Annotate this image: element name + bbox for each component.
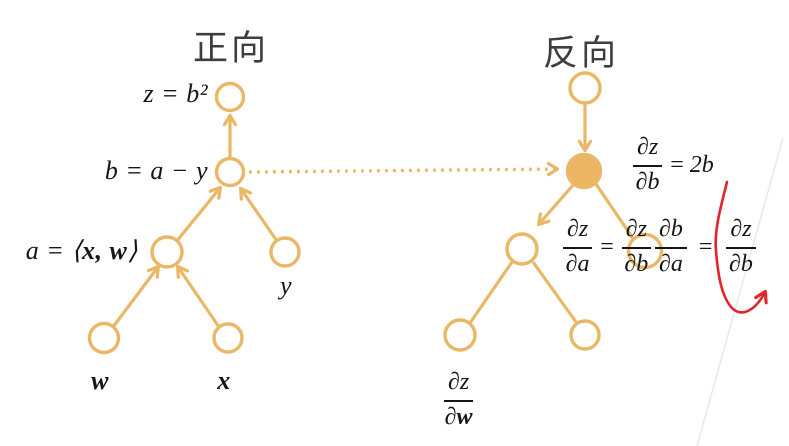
fraction-dz-db-mid: ∂z∂b [621, 216, 651, 278]
label-y: y [279, 271, 293, 300]
node-y-forward [269, 236, 301, 268]
equation-z: z = b² [143, 79, 208, 108]
forward-graph-nodes [87, 81, 301, 355]
backward-title: 反向 [542, 34, 620, 73]
node-x-forward [212, 322, 244, 354]
fraction-denominator: ∂a [658, 250, 683, 277]
fraction-denominator: ∂w [444, 402, 473, 432]
dotted-connector-arrow [248, 161, 560, 177]
fraction-numerator: ∂z [563, 216, 593, 249]
node-z-forward [214, 81, 246, 113]
node-w-forward [87, 321, 121, 355]
edge-a-to-w-back [468, 261, 514, 324]
fraction-dz-da: ∂z∂a [563, 216, 593, 278]
fraction-dz-dw: ∂z∂w [444, 369, 474, 432]
equation-b: b = a − y [104, 156, 208, 185]
equation-a-suffix: ⟩ [127, 236, 138, 265]
faint-diagonal-line [696, 137, 784, 446]
label-x: x [217, 366, 231, 395]
node-b-forward [214, 156, 246, 188]
formula-rhs-2b: 2b [689, 151, 714, 178]
edge-b-to-a-back [537, 182, 576, 227]
backward-graph-nodes [443, 71, 664, 352]
forward-graph-edges [111, 113, 279, 328]
node-b-backward-filled [565, 152, 603, 190]
red-annotation-arrow [714, 180, 768, 314]
fraction-numerator: ∂b [654, 216, 687, 249]
edge-a-to-b [174, 185, 222, 244]
label-w: w [91, 366, 109, 395]
formula-dz-db: ∂z∂b = 2b [629, 134, 714, 196]
partial-symbol: ∂ [444, 403, 457, 430]
backward-graph-edges [468, 104, 636, 324]
edge-b-to-y-back [594, 183, 636, 241]
edge-w-to-a [111, 264, 160, 328]
formula-chain-rule: ∂z∂a = ∂z∂b ∂b∂a = ∂z∂b [559, 216, 760, 278]
node-a-forward [150, 235, 184, 269]
node-w-backward [443, 318, 477, 352]
node-z-backward [568, 71, 602, 105]
equation-a-vectors: x, w [82, 236, 128, 265]
fraction-denominator: ∂a [565, 250, 590, 277]
edge-y-to-b [239, 186, 279, 242]
edge-x-to-a [176, 264, 221, 328]
equals-sign: = [670, 151, 684, 178]
formula-dz-dw: ∂z∂w [440, 369, 477, 431]
fraction-numerator: ∂z [621, 216, 651, 249]
forward-title: 正向 [192, 29, 270, 68]
fraction-dz-db: ∂z∂b [633, 134, 663, 196]
node-a-backward [505, 232, 539, 266]
fraction-numerator: ∂z [444, 369, 474, 402]
fraction-numerator: ∂z [633, 134, 663, 167]
edge-a-to-x-back [531, 261, 578, 323]
node-x-backward [569, 319, 601, 351]
equals-sign: = [698, 233, 713, 260]
equation-a: a = ⟨x, w⟩ [26, 236, 138, 266]
fraction-denominator: ∂b [624, 250, 649, 277]
fraction-numerator: ∂z [726, 216, 756, 249]
fraction-db-da: ∂b∂a [654, 216, 687, 278]
fraction-denominator: ∂b [729, 250, 753, 277]
fraction-denominator: ∂b [635, 168, 660, 195]
fraction-dz-db-rhs: ∂z∂b [726, 216, 756, 278]
node-y-backward [626, 232, 664, 270]
equation-a-prefix: a = ⟨ [25, 236, 82, 265]
vector-w: w [456, 403, 473, 430]
equals-sign: = [600, 233, 614, 260]
